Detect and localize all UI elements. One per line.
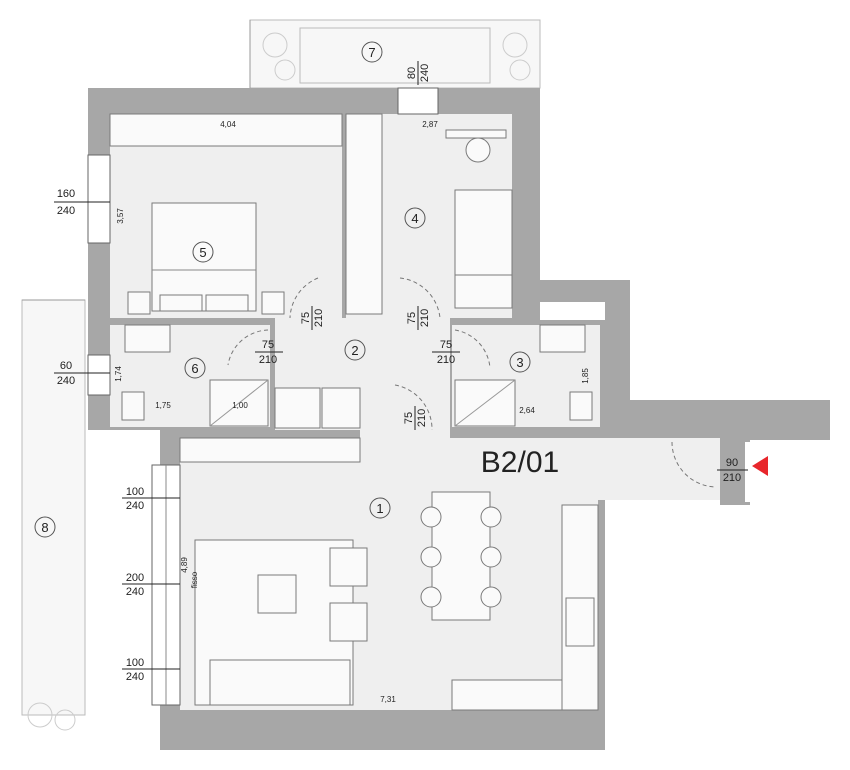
room-label-5: 5 xyxy=(192,241,214,263)
svg-text:2: 2 xyxy=(351,343,358,358)
svg-text:5: 5 xyxy=(199,245,206,260)
svg-text:8: 8 xyxy=(41,520,48,535)
living-furniture xyxy=(179,437,599,711)
door-swings xyxy=(227,277,716,488)
svg-text:100: 100 xyxy=(126,486,144,498)
opening-living-window-2: 200 240 xyxy=(122,572,180,598)
svg-text:240: 240 xyxy=(126,500,144,512)
svg-text:240: 240 xyxy=(126,586,144,598)
svg-text:75: 75 xyxy=(440,339,452,351)
opening-living-window-3: 100 240 xyxy=(122,657,180,683)
svg-text:200: 200 xyxy=(126,572,144,584)
svg-text:210: 210 xyxy=(723,472,741,484)
terrace-side xyxy=(21,299,86,716)
terrace-top xyxy=(249,19,541,89)
plant-decoration xyxy=(27,32,531,731)
svg-text:210: 210 xyxy=(259,354,277,366)
room-label-4: 4 xyxy=(404,207,426,229)
window-openings xyxy=(87,87,750,706)
svg-text:3: 3 xyxy=(516,355,523,370)
room-label-7: 7 xyxy=(361,41,383,63)
svg-text:90: 90 xyxy=(726,457,738,469)
opening-living-window-1: 100 240 xyxy=(122,486,180,512)
svg-text:7: 7 xyxy=(368,45,375,60)
dim-living-depth-note: fisso xyxy=(190,571,199,588)
dim-bath3-depth: 1,85 xyxy=(581,368,590,384)
svg-text:75: 75 xyxy=(406,312,418,324)
room-dimensions: 4,04 2,87 3,57 1,74 1,75 1,00 2,64 1,85 … xyxy=(114,120,590,704)
svg-text:100: 100 xyxy=(126,657,144,669)
dim-bath6-depth: 1,74 xyxy=(114,366,123,382)
room-label-8: 8 xyxy=(34,516,56,538)
room-label-2: 2 xyxy=(344,339,366,361)
opening-living-door: 75 210 xyxy=(403,406,428,430)
svg-text:60: 60 xyxy=(60,360,72,372)
opening-bath6-window: 60 240 xyxy=(54,360,110,387)
svg-text:6: 6 xyxy=(191,361,198,376)
dim-bedroom5-width: 4,04 xyxy=(220,120,236,129)
opening-bath3-door: 75 210 xyxy=(432,339,460,366)
dim-bath3-width: 2,64 xyxy=(519,406,535,415)
opening-bed5-door: 75 210 xyxy=(300,306,325,330)
dim-living-width: 7,31 xyxy=(380,695,396,704)
svg-text:210: 210 xyxy=(416,409,428,427)
opening-bed5-window: 160 240 xyxy=(54,188,110,217)
dim-shower6-width: 1,00 xyxy=(232,401,248,410)
dim-bedroom5-depth: 3,57 xyxy=(116,208,125,224)
svg-text:240: 240 xyxy=(126,671,144,683)
bath-6-fixtures xyxy=(121,324,269,427)
svg-text:4: 4 xyxy=(411,211,418,226)
svg-text:75: 75 xyxy=(300,312,312,324)
opening-balcony-door: 80 240 xyxy=(406,61,431,85)
room-label-3: 3 xyxy=(509,351,531,373)
svg-text:240: 240 xyxy=(57,205,75,217)
room-labels: 1 2 3 4 5 6 7 8 xyxy=(34,41,531,538)
unit-code: B2/01 xyxy=(481,446,559,479)
dim-bath6-width: 1,75 xyxy=(155,401,171,410)
room-label-6: 6 xyxy=(184,357,206,379)
dim-bedroom4-width: 2,87 xyxy=(422,120,438,129)
svg-text:240: 240 xyxy=(419,64,431,82)
room-label-1: 1 xyxy=(369,497,391,519)
svg-text:80: 80 xyxy=(406,67,418,79)
svg-text:210: 210 xyxy=(437,354,455,366)
opening-bed4-door: 75 210 xyxy=(406,306,431,330)
opening-entrance: 90 210 xyxy=(717,457,748,484)
bedroom-5-furniture xyxy=(109,113,343,315)
svg-text:210: 210 xyxy=(313,309,325,327)
entrance-arrow-icon xyxy=(752,456,768,476)
svg-text:210: 210 xyxy=(419,309,431,327)
opening-bath6-door: 75 210 xyxy=(255,339,283,366)
svg-text:160: 160 xyxy=(57,188,75,200)
svg-text:75: 75 xyxy=(403,412,415,424)
hallway-closets xyxy=(274,387,361,429)
entrance-corridor-floor xyxy=(380,438,720,500)
bedroom-4-furniture xyxy=(345,113,513,315)
opening-labels: 80 240 160 240 60 240 75 210 75 210 xyxy=(54,61,748,683)
svg-text:75: 75 xyxy=(262,339,274,351)
dim-living-depth: 4,89 xyxy=(180,557,189,573)
bath-3-fixtures xyxy=(454,324,593,427)
svg-text:240: 240 xyxy=(57,375,75,387)
svg-text:1: 1 xyxy=(376,501,383,516)
